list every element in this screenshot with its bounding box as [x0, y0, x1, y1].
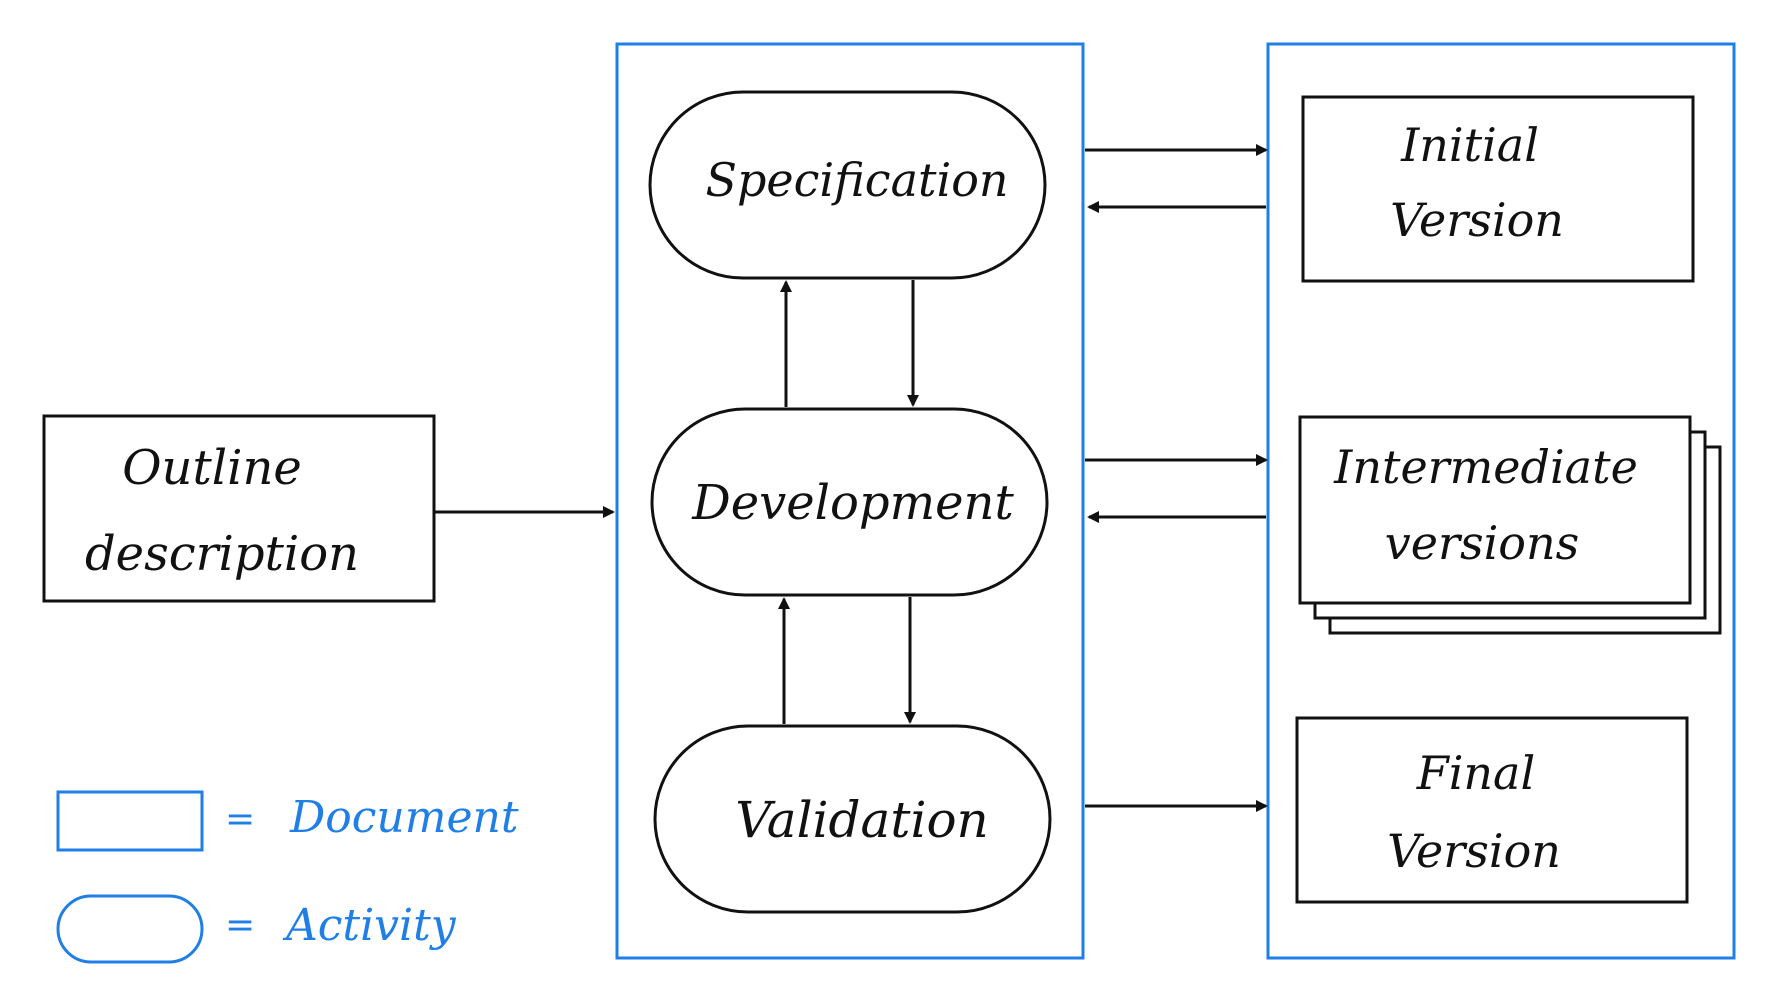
validation-label: Validation [735, 791, 989, 849]
initial-version-line1: Initial [1400, 118, 1539, 172]
legend-activity: = Activity [56, 894, 457, 964]
legend-document-swatch [56, 790, 204, 852]
legend: = Document = Activity [56, 790, 519, 964]
outline-description-line1: Outline [122, 440, 302, 496]
activities-panel [615, 42, 1085, 960]
final-version-line1: Final [1416, 746, 1535, 800]
legend-activity-label: Activity [282, 900, 457, 951]
final-version-node: Final Version [1295, 716, 1689, 904]
legend-activity-swatch [56, 894, 204, 964]
initial-version-line2: Version [1390, 193, 1564, 247]
versions-panel [1266, 42, 1736, 960]
intermediate-versions-line1: Intermediate [1333, 440, 1638, 494]
connector-arrows [434, 144, 1268, 812]
validation-node: Validation [653, 724, 1052, 914]
development-label: Development [691, 475, 1014, 531]
final-version-line2: Version [1387, 824, 1561, 878]
legend-document-label: Document [289, 792, 519, 843]
legend-document-equals: = [225, 799, 255, 840]
outline-description-line2: description [85, 526, 359, 582]
development-node: Development [650, 407, 1049, 597]
specification-node: Specification [648, 90, 1047, 280]
intermediate-versions-line2: versions [1385, 516, 1579, 570]
legend-document: = Document [56, 790, 519, 852]
intermediate-versions-node: Intermediate versions [1298, 415, 1722, 635]
legend-activity-equals: = [225, 905, 255, 946]
outline-description-node: Outline description [42, 414, 436, 603]
initial-version-node: Initial Version [1301, 95, 1695, 283]
specification-label: Specification [705, 153, 1008, 207]
